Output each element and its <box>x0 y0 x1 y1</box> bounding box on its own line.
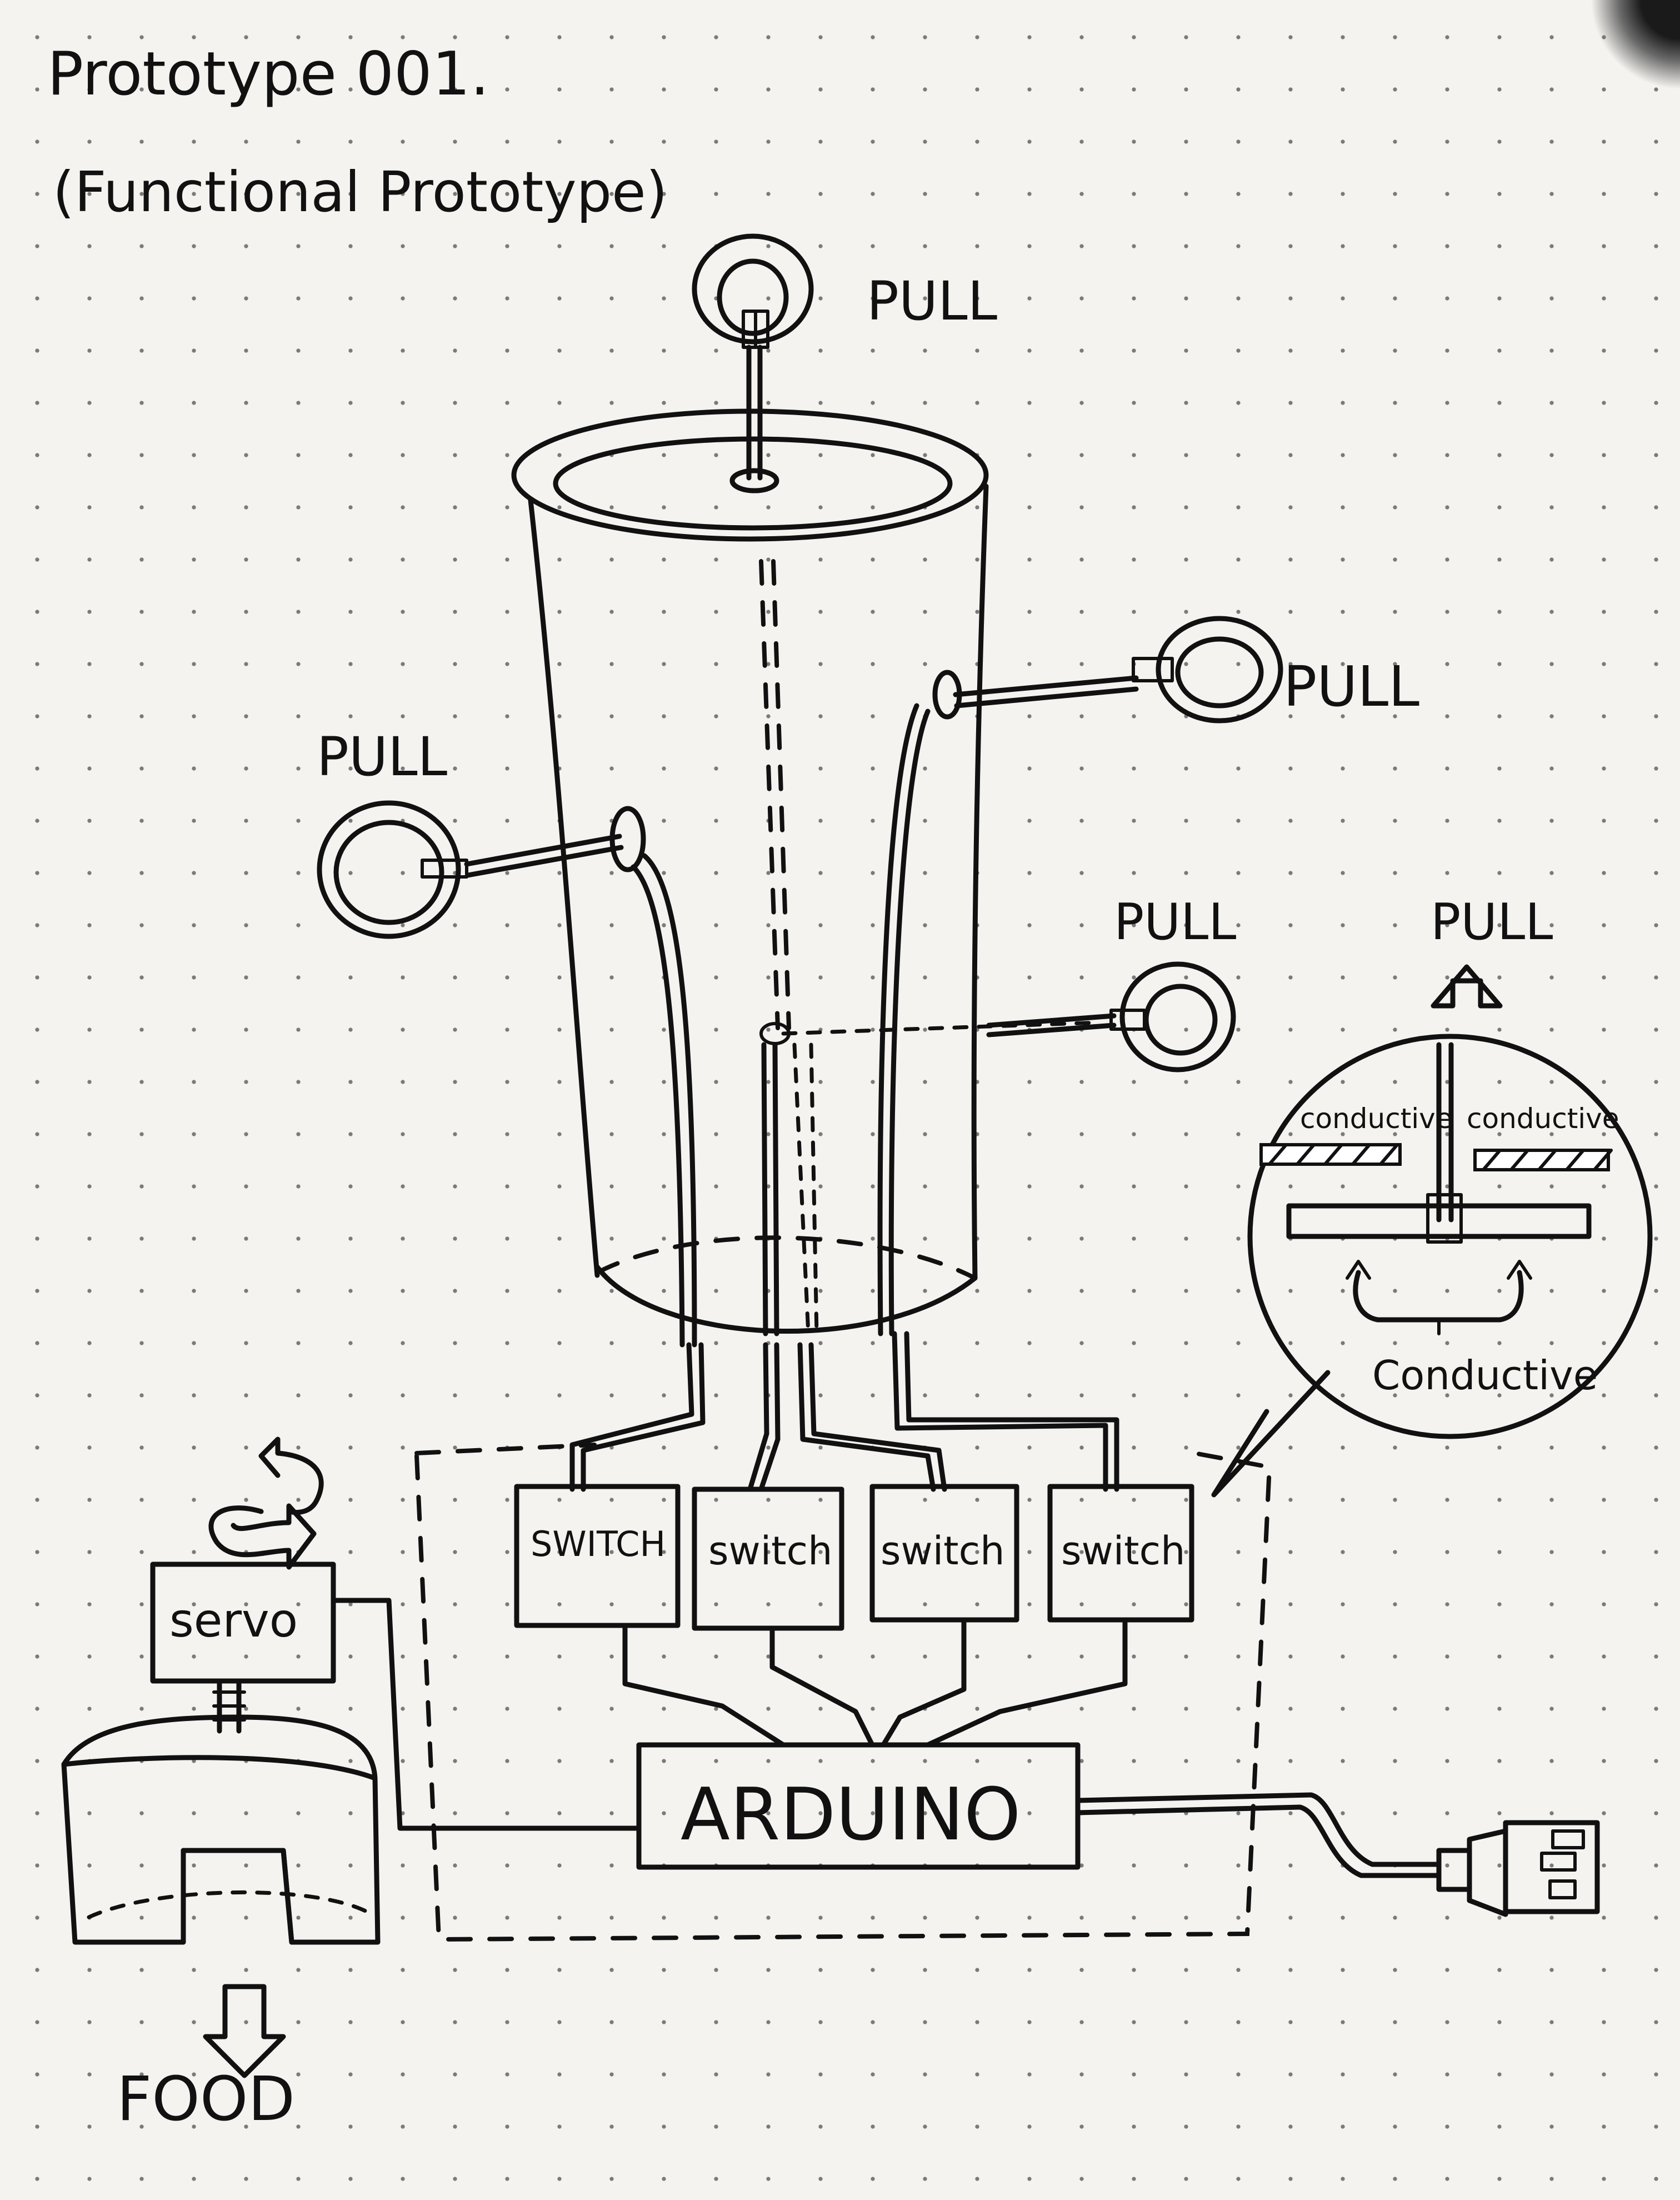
usb-power-plug <box>1075 1792 1600 1917</box>
servo-to-arduino-wire <box>331 1598 642 1831</box>
conductive-detail-inset: PULL conductive conductive Conductive <box>1211 893 1653 1498</box>
servo-motor[interactable] <box>150 1562 336 1684</box>
pull-label-lower-right: PULL <box>1114 893 1236 951</box>
conductive-plate <box>1286 1203 1592 1239</box>
pull-label-top: PULL <box>867 270 997 332</box>
cylinder-right-wall <box>971 483 989 1281</box>
pull-label-left: PULL <box>317 726 447 788</box>
food-label: FOOD <box>117 2063 295 2134</box>
arduino-board[interactable] <box>636 1742 1081 1870</box>
pull-up-arrow-icon <box>1431 964 1503 1009</box>
food-down-arrow-icon <box>203 1984 286 2078</box>
switch-4[interactable] <box>1047 1484 1194 1623</box>
switch-1-label: SWITCH <box>531 1524 666 1564</box>
page-corner-shadow <box>1591 0 1680 89</box>
inset-circle <box>1247 1034 1653 1439</box>
servo-label: servo <box>169 1593 298 1648</box>
cylinder-container <box>511 408 1102 1348</box>
wires-to-switches <box>569 1331 1119 1492</box>
servo-shaft <box>212 1678 246 1734</box>
wires-to-arduino <box>622 1617 1128 1748</box>
conductive-label-left: conductive <box>1300 1103 1453 1135</box>
conductive-label-right: conductive <box>1467 1103 1619 1135</box>
usb-plug-icon <box>1503 1820 1600 1914</box>
cylinder-left-wall <box>528 497 600 1278</box>
switch-3[interactable] <box>869 1484 1019 1623</box>
center-rod-hidden <box>759 559 780 1030</box>
electronics-enclosure <box>414 1443 1272 1942</box>
callout-pointer <box>1211 1370 1331 1498</box>
switch-2-label: switch <box>708 1528 832 1574</box>
internal-cord-hidden <box>781 1020 1102 1036</box>
cylinder-bottom-front <box>594 1264 978 1334</box>
rotate-arrow-left-icon <box>208 1503 317 1570</box>
cylinder-bottom-back <box>595 1235 977 1280</box>
switch-3-label: switch <box>881 1528 1004 1574</box>
pull-handle-top[interactable] <box>692 233 814 493</box>
pull-handle-lower-right[interactable] <box>986 961 1236 1072</box>
cylinder-top-inner-rim <box>553 436 953 531</box>
switch-1[interactable] <box>514 1484 681 1628</box>
pull-label-upper-right: PULL <box>1283 654 1419 719</box>
rotate-arrow-right-icon <box>258 1436 324 1515</box>
pull-handle-left[interactable] <box>317 800 646 939</box>
arduino-label: ARDUINO <box>681 1772 1021 1857</box>
pull-handle-upper-right[interactable] <box>932 616 1283 724</box>
title-line-2: (Functional Prototype) <box>53 159 668 225</box>
switch-4-label: switch <box>1061 1528 1185 1574</box>
switch-2[interactable] <box>692 1486 844 1631</box>
conductive-label-bottom: Conductive <box>1372 1352 1598 1399</box>
title-line-1: Prototype 001. <box>47 39 489 109</box>
food-dispenser[interactable] <box>61 1714 381 1945</box>
pull-label-inset: PULL <box>1431 893 1553 951</box>
